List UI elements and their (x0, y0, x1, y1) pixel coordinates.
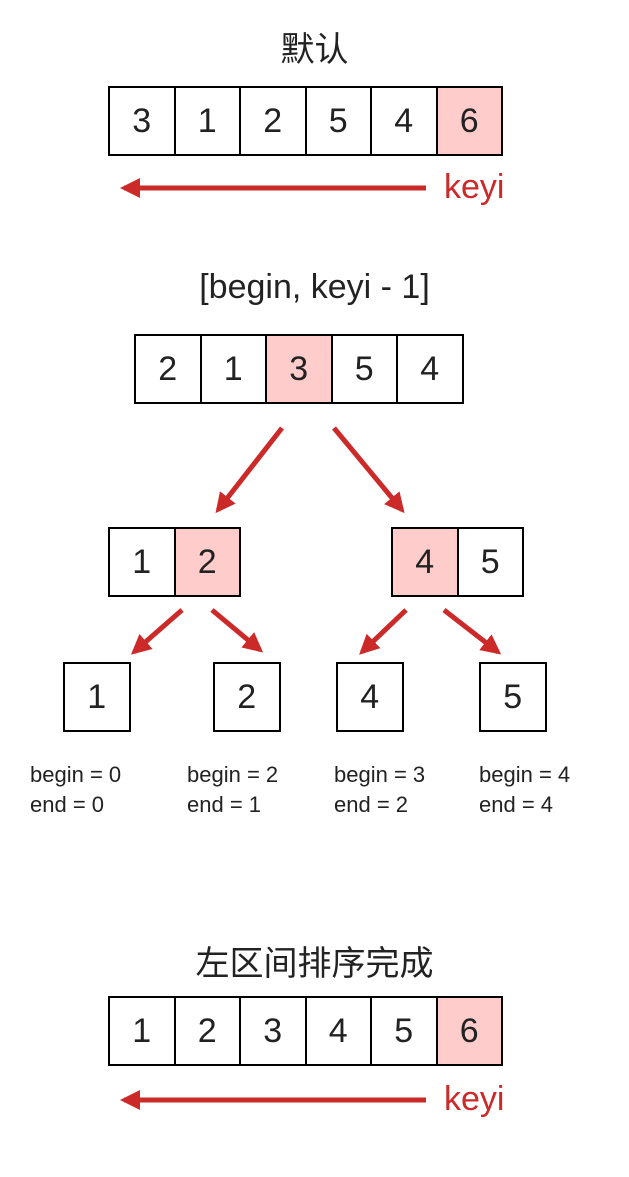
array-cell: 2 (239, 86, 307, 156)
end-label: end = 0 (30, 792, 105, 817)
begin-label: begin = 3 (334, 762, 426, 787)
pivot-cell: 6 (435, 86, 503, 156)
begin-label: begin = 2 (187, 762, 279, 787)
split-arrow (210, 608, 264, 653)
array-cell: 5 (330, 334, 398, 404)
subarray-left: 1 2 (108, 527, 241, 597)
pivot-cell: 2 (173, 527, 241, 597)
section2-title: [begin, keyi - 1] (199, 268, 430, 306)
array-cell: 1 (108, 527, 176, 597)
split-arrow (359, 608, 408, 655)
leaf-node: 5 (479, 662, 547, 732)
section1-title: 默认 (280, 31, 349, 69)
leaf-cell: 1 (63, 662, 131, 732)
array-default: 3 1 2 5 4 6 (108, 86, 503, 156)
array-left-range: 2 1 3 5 4 (134, 334, 464, 404)
array-cell: 1 (108, 996, 176, 1066)
array-cell: 1 (199, 334, 267, 404)
range-info: begin = 4 end = 4 (479, 760, 570, 820)
array-cell: 2 (173, 996, 241, 1066)
section3-title: 左区间排序完成 (195, 945, 434, 983)
array-cell: 4 (396, 334, 464, 404)
leaf-node: 2 (213, 662, 281, 732)
end-label: end = 4 (479, 792, 554, 817)
begin-label: begin = 0 (30, 762, 122, 787)
split-arrow (130, 608, 184, 655)
range-info: begin = 0 end = 0 (30, 760, 121, 820)
array-cell: 4 (304, 996, 372, 1066)
leaf-cell: 5 (479, 662, 547, 732)
array-cell: 2 (134, 334, 202, 404)
subarray-right: 4 5 (391, 527, 524, 597)
end-label: end = 2 (334, 792, 409, 817)
leaf-node: 4 (336, 662, 404, 732)
end-label: end = 1 (187, 792, 262, 817)
leaf-cell: 2 (213, 662, 281, 732)
split-arrow (332, 426, 405, 514)
array-cell: 3 (108, 86, 176, 156)
begin-label: begin = 4 (479, 762, 571, 787)
pivot-cell: 6 (435, 996, 503, 1066)
split-arrow (442, 608, 502, 655)
leaf-cell: 4 (336, 662, 404, 732)
array-sorted-left: 1 2 3 4 5 6 (108, 996, 503, 1066)
leaf-node: 1 (63, 662, 131, 732)
keyi-label: keyi (444, 168, 505, 206)
array-cell: 5 (456, 527, 524, 597)
split-arrow (215, 426, 284, 514)
keyi-label: keyi (444, 1080, 505, 1118)
range-info: begin = 2 end = 1 (187, 760, 278, 820)
range-info: begin = 3 end = 2 (334, 760, 425, 820)
